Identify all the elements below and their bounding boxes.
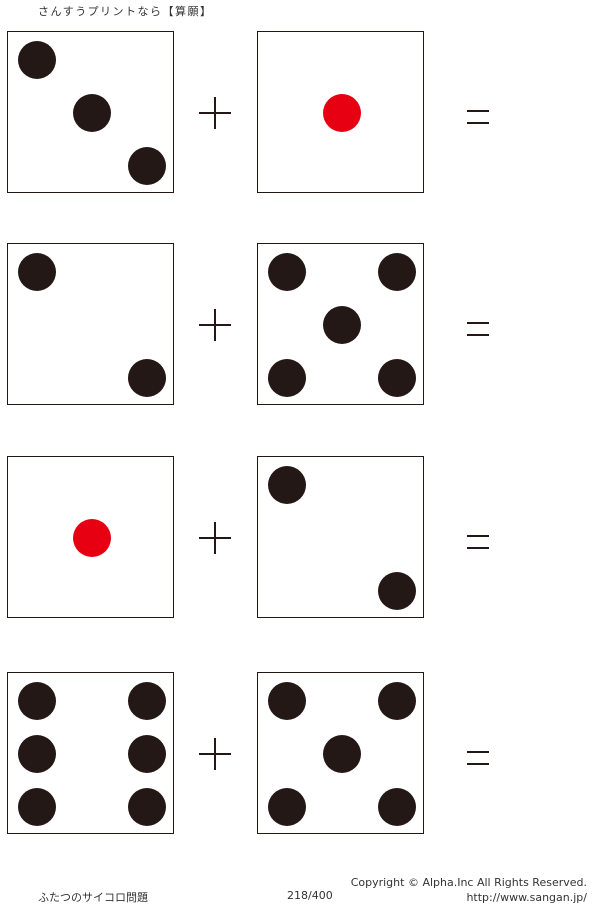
die-pip [18, 41, 56, 79]
equals-sign [467, 322, 489, 336]
equals-sign [467, 535, 489, 549]
die-pip [323, 735, 361, 773]
right-die [257, 672, 424, 834]
equals-sign [467, 751, 489, 765]
right-die [257, 456, 424, 618]
left-die [7, 31, 174, 193]
worksheet-title: ふたつのサイコロ問題 [38, 891, 148, 904]
die-pip [18, 682, 56, 720]
die-pip [128, 735, 166, 773]
die-pip [18, 788, 56, 826]
die-pip [378, 359, 416, 397]
die-pip [378, 253, 416, 291]
equals-sign [467, 110, 489, 124]
site-url: http://www.sangan.jp/ [466, 891, 587, 904]
left-die [7, 672, 174, 834]
die-pip [128, 147, 166, 185]
die-pip [268, 466, 306, 504]
left-die [7, 243, 174, 405]
die-pip [73, 519, 111, 557]
die-pip [18, 253, 56, 291]
right-die [257, 31, 424, 193]
header-title: さんすうプリントなら【算願】 [38, 5, 213, 18]
die-pip [18, 735, 56, 773]
die-pip [268, 682, 306, 720]
plus-sign [199, 97, 231, 129]
page-number: 218/400 [287, 889, 333, 902]
die-pip [73, 94, 111, 132]
die-pip [378, 788, 416, 826]
die-pip [268, 788, 306, 826]
die-pip [268, 359, 306, 397]
die-pip [128, 359, 166, 397]
die-pip [128, 788, 166, 826]
die-pip [378, 682, 416, 720]
plus-sign [199, 522, 231, 554]
die-pip [323, 94, 361, 132]
die-pip [378, 572, 416, 610]
die-pip [323, 306, 361, 344]
die-pip [268, 253, 306, 291]
right-die [257, 243, 424, 405]
copyright: Copyright © Alpha.Inc All Rights Reserve… [350, 876, 587, 889]
left-die [7, 456, 174, 618]
plus-sign [199, 309, 231, 341]
die-pip [128, 682, 166, 720]
plus-sign [199, 738, 231, 770]
